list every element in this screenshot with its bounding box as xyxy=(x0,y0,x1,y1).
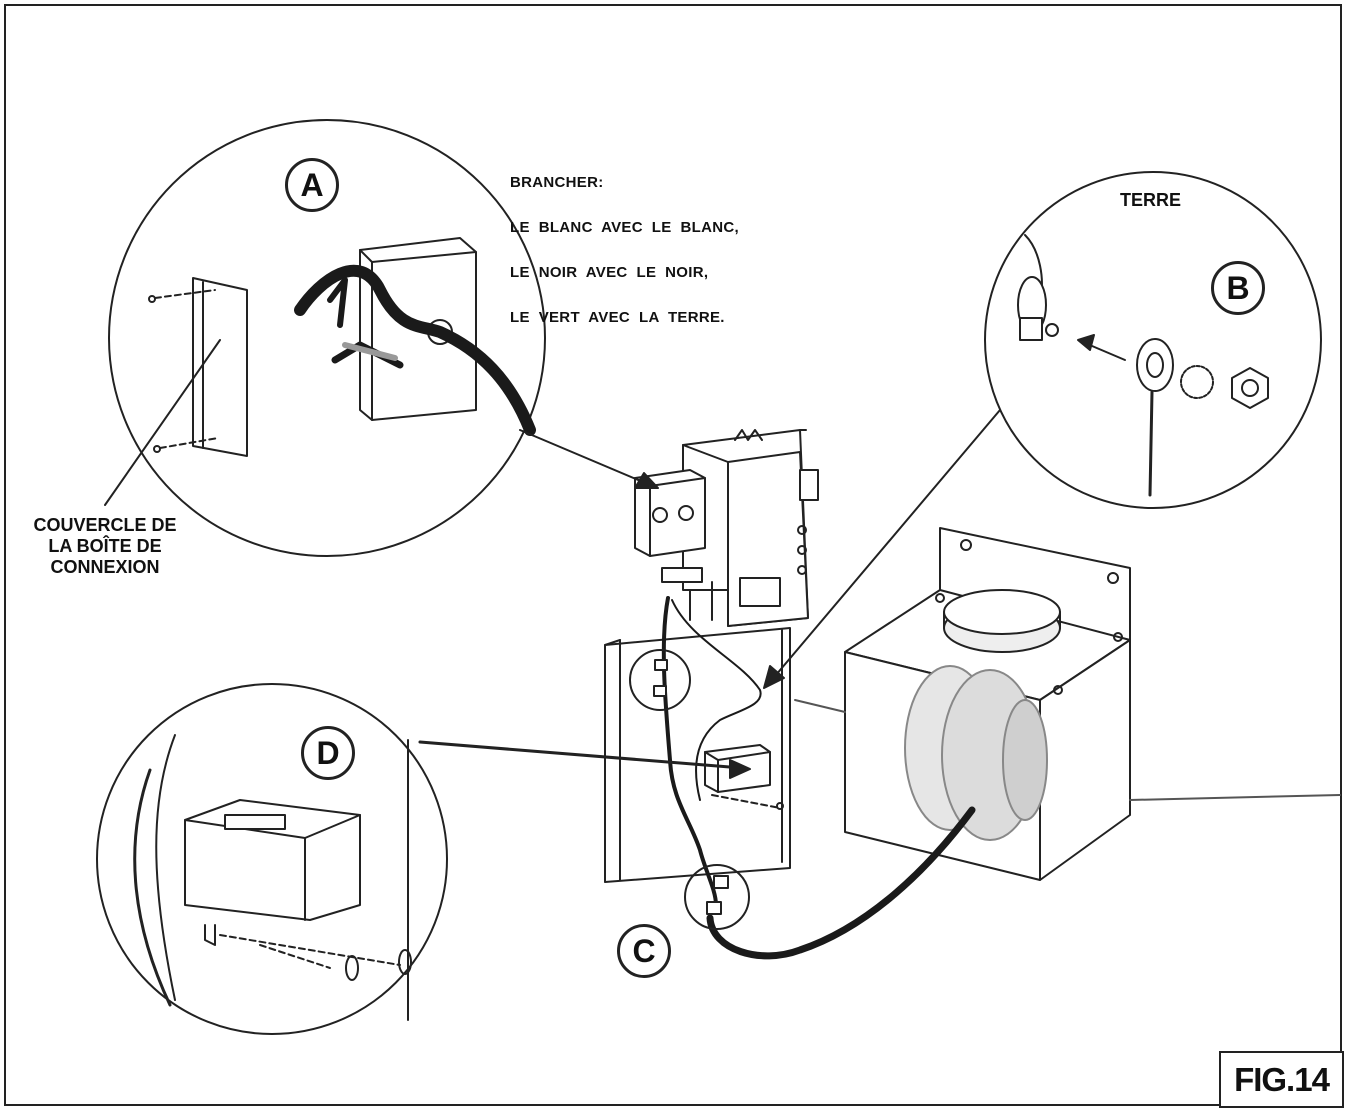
arrow-a xyxy=(519,429,659,489)
wiring-instructions: BRANCHER: LE BLANC AVEC LE BLANC, LE NOI… xyxy=(510,145,739,340)
callout-b: B xyxy=(1211,261,1265,315)
junction-box-small xyxy=(634,469,706,557)
detail-circle-b xyxy=(984,171,1322,509)
callout-c: C xyxy=(617,924,671,978)
instruction-line: LE VERT AVEC LA TERRE. xyxy=(510,309,725,326)
cover-label-line: COUVERCLE DE xyxy=(33,515,177,535)
connector-upper xyxy=(629,649,691,711)
detail-circle-d xyxy=(96,683,448,1035)
instruction-line: LE NOIR AVEC LE NOIR, xyxy=(510,264,709,281)
callout-a: A xyxy=(285,158,339,212)
arrow-b xyxy=(763,409,1001,689)
arrow-d xyxy=(418,740,751,779)
blower-housing xyxy=(794,527,1341,881)
cover-label-line: CONNEXION xyxy=(50,557,160,577)
wires xyxy=(661,596,976,960)
figure-label: FIG.14 xyxy=(1219,1051,1344,1108)
cover-label-line: LA BOÎTE DE xyxy=(48,536,162,556)
callout-d: D xyxy=(301,726,355,780)
control-box xyxy=(661,429,819,627)
instruction-line: LE BLANC AVEC LE BLANC, xyxy=(510,219,739,236)
ground-label: TERRE xyxy=(1120,190,1182,210)
instruction-line: BRANCHER: xyxy=(510,174,604,191)
figure-frame xyxy=(4,4,1342,1106)
detail-circle-a xyxy=(104,119,546,557)
cover-label: COUVERCLE DE LA BOÎTE DE CONNEXION xyxy=(10,515,200,578)
connector-c xyxy=(684,864,750,930)
